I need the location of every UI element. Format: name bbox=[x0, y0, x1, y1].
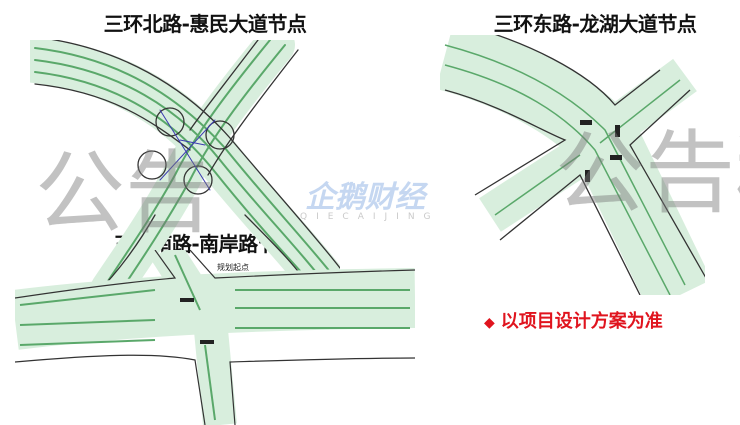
watermark-logo-sub: QIECAIJING bbox=[300, 212, 440, 222]
title-east-node: 三环东路-龙湖大道节点 bbox=[493, 12, 697, 36]
label-planning-start: 规划起点 bbox=[217, 263, 249, 272]
design-note-text: 以项目设计方案为准 bbox=[500, 311, 663, 332]
design-note: ◆ 以项目设计方案为准 bbox=[484, 307, 663, 333]
watermark-logo: 企鹅财经 bbox=[305, 180, 425, 215]
diagram-north-interchange bbox=[30, 40, 340, 295]
title-north-node: 三环北路-惠民大道节点 bbox=[103, 12, 307, 36]
red-diamond-icon: ◆ bbox=[484, 315, 495, 331]
diagram-east-intersection bbox=[440, 35, 705, 295]
diagram-south-intersection bbox=[15, 250, 415, 425]
